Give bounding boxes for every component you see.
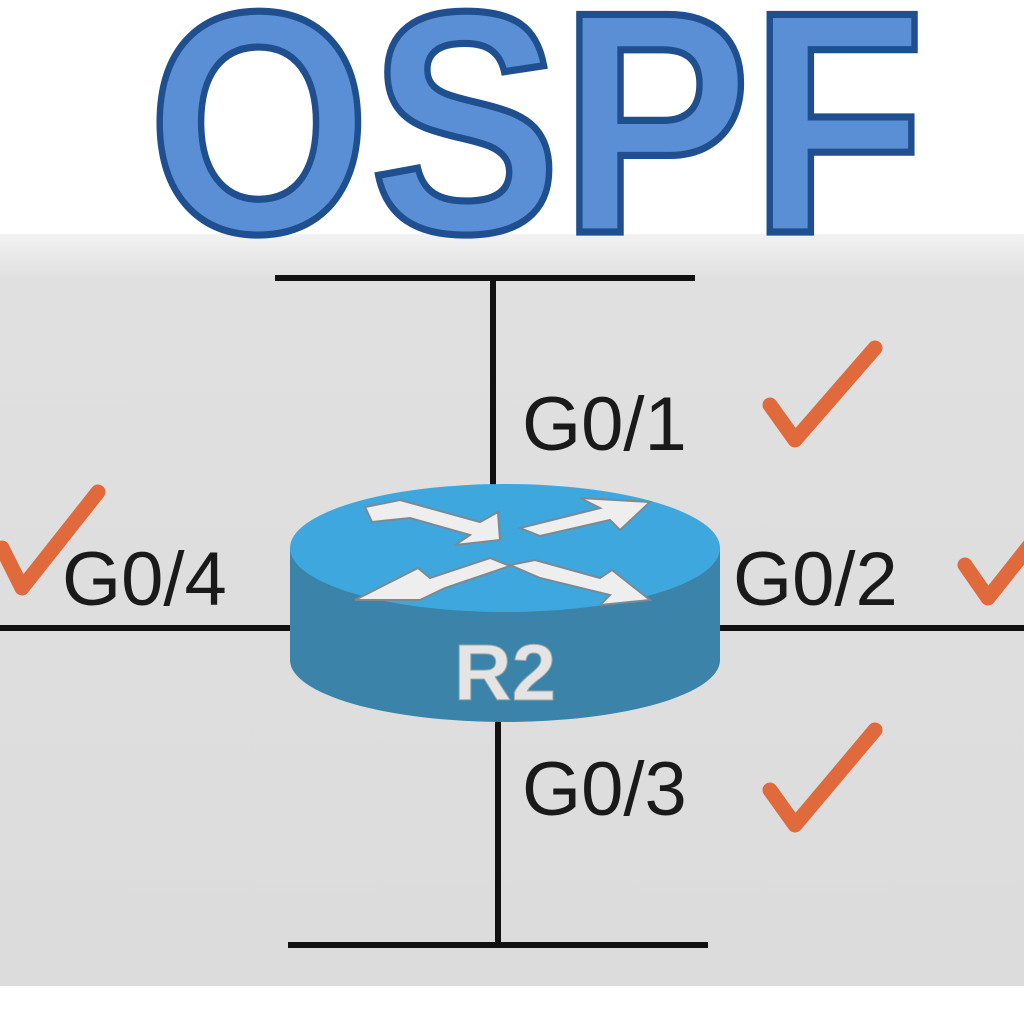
checkmark-icon-g03 bbox=[762, 722, 883, 833]
interface-label-g01: G0/1 bbox=[522, 382, 687, 467]
interface-label-g04: G0/4 bbox=[62, 537, 227, 622]
router-r2[interactable]: R2 bbox=[290, 484, 720, 722]
router-arrows-icon bbox=[354, 497, 653, 607]
checkmark-icon-g04 bbox=[0, 484, 106, 596]
interface-label-g02: G0/2 bbox=[733, 537, 898, 622]
router-top bbox=[290, 484, 720, 612]
title-ospf: OSPF bbox=[148, 0, 925, 300]
network-links bbox=[0, 275, 1024, 948]
checkmark-icon-g02 bbox=[957, 540, 1024, 606]
interface-label-g03: G0/3 bbox=[522, 747, 687, 832]
checkmark-icon-g01 bbox=[762, 340, 883, 448]
router-label: R2 bbox=[454, 628, 556, 717]
